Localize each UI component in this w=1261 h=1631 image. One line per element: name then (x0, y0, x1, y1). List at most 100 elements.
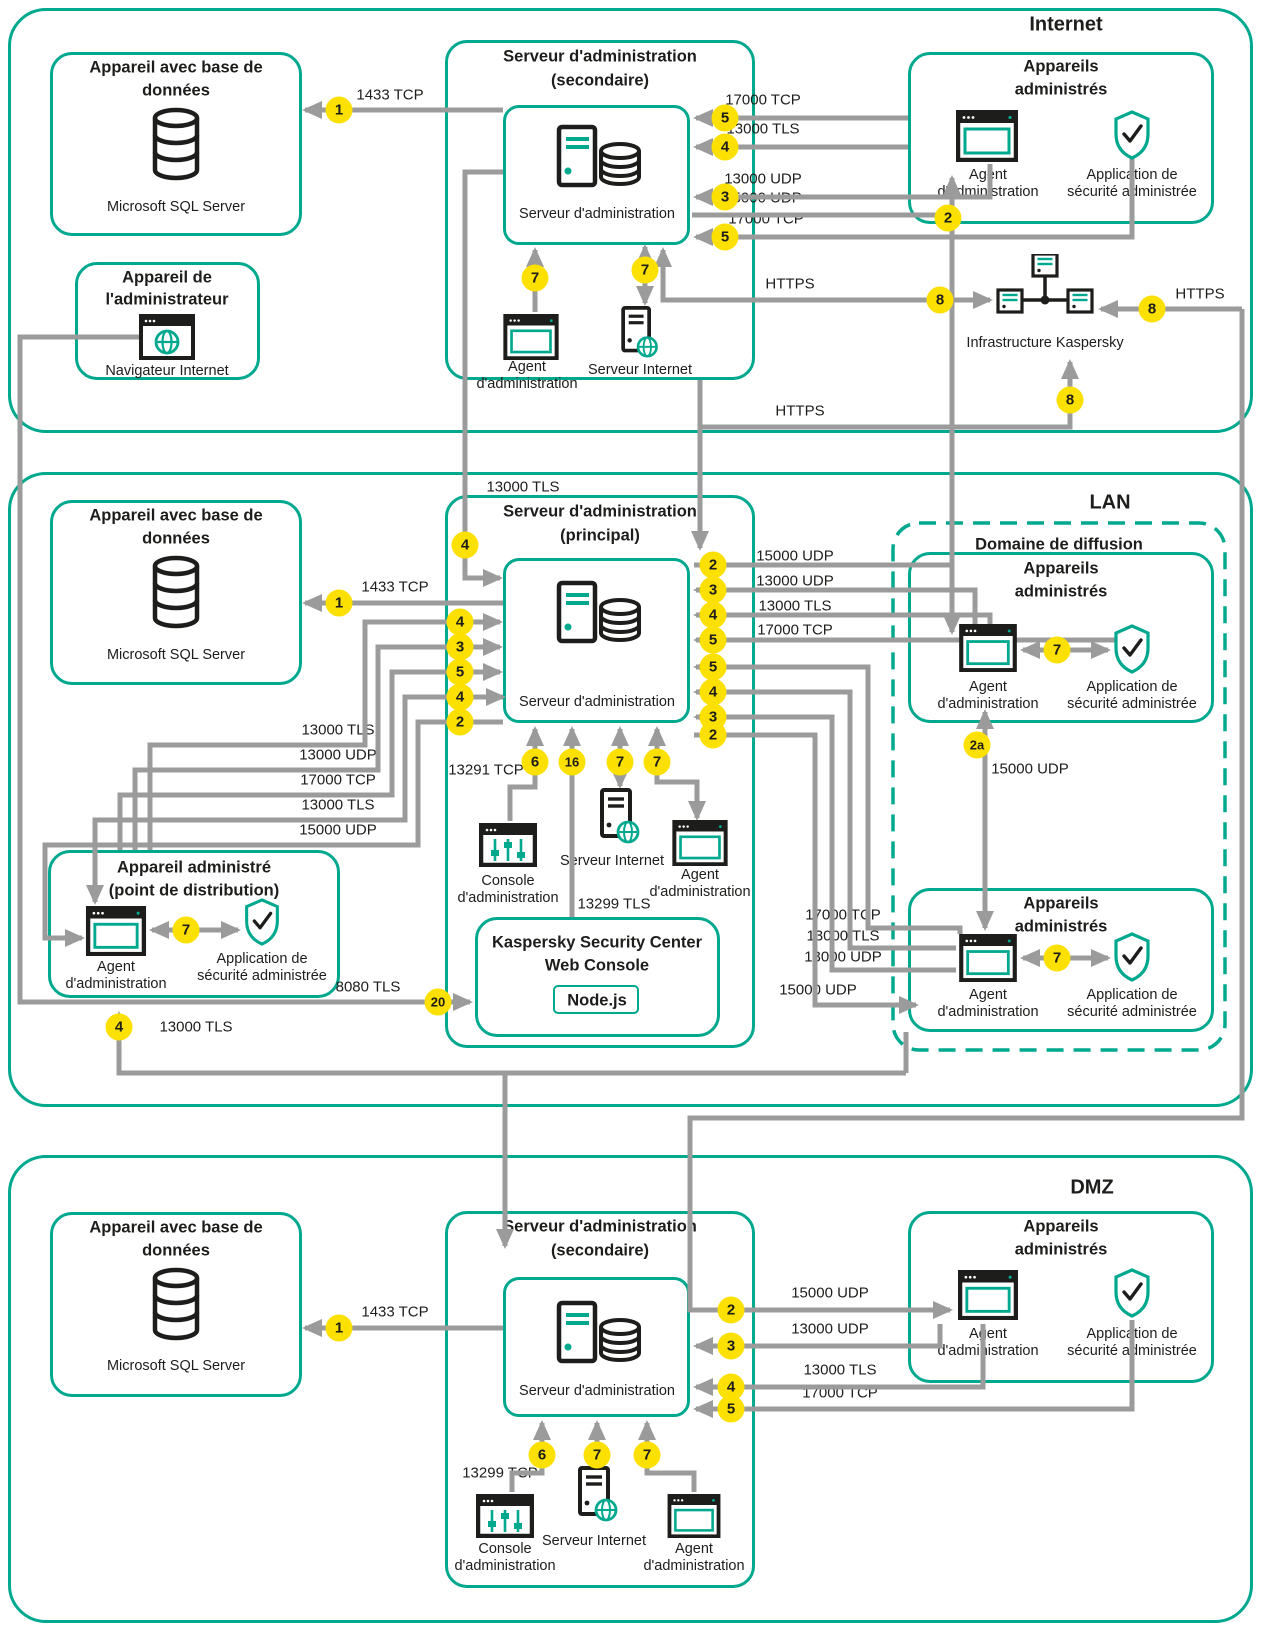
badge-7-lan-webserver: 7 (606, 748, 634, 776)
badge-2-dmz: 2 (717, 1296, 745, 1324)
caption-upper-agent-2: d'administration (937, 696, 1039, 712)
line-dmz-13000udp (693, 1324, 943, 1355)
badge-7-upper: 7 (1043, 636, 1071, 664)
badge-16: 16 (558, 748, 586, 776)
badge-4-lan-top: 4 (451, 531, 479, 559)
badge-3-dmz: 3 (717, 1332, 745, 1360)
title-main-server-1: Serveur d'administration (503, 502, 697, 521)
caption-lower-agent-2: d'administration (937, 1004, 1039, 1020)
box-managed-internet (908, 52, 1214, 224)
line-gateway-horizontal (110, 1011, 906, 1076)
badge-5-lanB: 5 (699, 653, 727, 681)
badge-7-lower: 7 (1043, 944, 1071, 972)
zone-dmz (8, 1155, 1253, 1623)
port-13000udp-lanB: 13000 UDP (804, 948, 882, 966)
port-17000-lanB: 17000 TCP (805, 906, 881, 924)
badge-5-internet-low: 5 (711, 223, 739, 251)
title-sql-dmz-2: données (142, 1241, 210, 1260)
badge-3-internet: 3 (711, 183, 739, 211)
line-pdd-13000tls-1 (147, 613, 503, 850)
badge-6-lan: 6 (521, 748, 549, 776)
kaspersky-cluster-icon (996, 254, 1094, 330)
webserver-icon-secondary (616, 306, 660, 358)
port-15000udp-lanB: 15000 UDP (779, 981, 857, 999)
console-icon-dmz (476, 1494, 534, 1538)
caption-dmz-bottom-agent-2: d'administration (643, 1558, 745, 1574)
caption-sql-internet: Microsoft SQL Server (106, 199, 246, 215)
webserver-icon-lan (596, 788, 640, 844)
caption-dmz-agent-1: Agent (969, 1326, 1007, 1342)
caption-dmz-bottom-agent-1: Agent (675, 1541, 713, 1557)
title-managed-upper-2: administrés (1014, 582, 1108, 601)
line-13000tls-main-secondary (462, 169, 503, 587)
title-sql-lan-2: données (142, 529, 210, 548)
database-icon-lan (150, 554, 202, 630)
line-pdd-15000udp (42, 719, 503, 947)
agent-icon-internet-managed (956, 110, 1018, 162)
badge-4-gateway: 4 (105, 1013, 133, 1041)
box-web-console (475, 917, 720, 1037)
caption-lower-app-2: sécurité administrée (1067, 1004, 1197, 1020)
shield-icon-pdd (243, 898, 281, 946)
caption-pdd-agent-1: Agent (97, 959, 135, 975)
title-admin-device-2: l'administrateur (105, 290, 229, 309)
caption-upper-app-2: sécurité administrée (1067, 696, 1197, 712)
box-broadcast-domain (891, 521, 1227, 1052)
title-web-console-2: Web Console (544, 956, 650, 975)
line-lanA-13000tls (693, 606, 993, 624)
port-8080: 8080 TLS (335, 978, 401, 996)
badge-4-lanA: 4 (699, 601, 727, 629)
port-13000tls-lanA: 13000 TLS (758, 597, 832, 615)
box-dmz-server-inner (503, 1277, 690, 1417)
badge-8-lan: 8 (1056, 386, 1084, 414)
badge-20: 20 (424, 988, 452, 1016)
caption-lower-app-1: Application de (1086, 987, 1178, 1003)
box-managed-lower (908, 888, 1214, 1032)
port-15000udp-2a: 15000 UDP (991, 760, 1069, 778)
badge-3-left: 3 (446, 633, 474, 661)
admin-server-icon-lan (554, 580, 644, 646)
badge-4-internet: 4 (711, 133, 739, 161)
badge-2-lanB: 2 (699, 721, 727, 749)
badge-4-lanB: 4 (699, 678, 727, 706)
badge-8-secondary: 8 (926, 286, 954, 314)
badge-1-internet: 1 (325, 96, 353, 124)
caption-browser: Navigateur Internet (105, 363, 229, 379)
caption-lan-agent-2: d'administration (649, 884, 751, 900)
caption-lan-webserver: Serveur Internet (560, 853, 664, 869)
shield-icon-upper (1113, 624, 1151, 674)
box-secondary-server-inner (503, 105, 690, 245)
badge-1-dmz: 1 (325, 1314, 353, 1342)
box-nodejs (553, 985, 639, 1014)
port-13000tls-lanB: 13000 TLS (806, 927, 880, 945)
zone-lan-label: LAN (1089, 491, 1131, 514)
badge-2-internet: 2 (934, 204, 962, 232)
badge-7-sec-webserver: 7 (631, 256, 659, 284)
admin-server-icon-internet (554, 124, 644, 190)
title-secondary-server-1: Serveur d'administration (503, 47, 697, 66)
badge-6-dmz: 6 (528, 1441, 556, 1469)
port-13000tls-internet: 13000 TLS (726, 120, 800, 138)
box-main-server-inner (503, 558, 690, 723)
line-https-lan-up (700, 359, 1079, 430)
caption-sql-dmz: Microsoft SQL Server (106, 1358, 246, 1374)
caption-main-server: Serveur d'administration (519, 694, 675, 710)
caption-dmz-console-2: d'administration (454, 1558, 556, 1574)
title-sql-dmz-1: Appareil avec base de (89, 1218, 263, 1237)
line-right-edge-feeder (687, 309, 1245, 1319)
agent-icon-upper (958, 624, 1018, 672)
title-managed-lower-2: administrés (1014, 917, 1108, 936)
badge-7-pdd: 7 (172, 916, 200, 944)
title-dmz-server-2: (secondaire) (550, 1241, 650, 1260)
port-13299tls: 13299 TLS (577, 895, 651, 913)
port-1433-dmz: 1433 TCP (361, 1303, 429, 1321)
port-13000udp-dmz: 13000 UDP (791, 1320, 869, 1338)
line-https-secondary (654, 247, 993, 309)
port-1433-lan: 1433 TCP (361, 578, 429, 596)
line-lanB-15000udp (694, 732, 919, 1014)
port-13299tcp-dmz: 13299 TCP (462, 1464, 538, 1482)
title-sql-internet-2: données (142, 81, 210, 100)
port-https-lan: HTTPS (775, 402, 825, 420)
box-sql-internet (50, 52, 302, 236)
line-browser-8080 (17, 334, 473, 1011)
